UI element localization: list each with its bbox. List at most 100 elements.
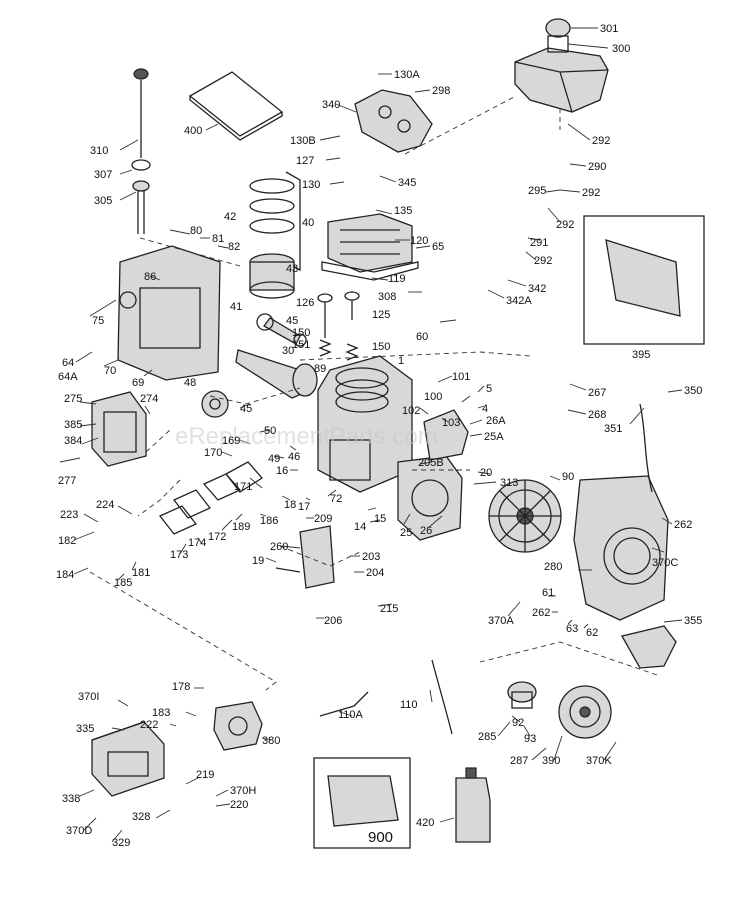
callout-127: 127 <box>296 155 314 167</box>
callout-151: 151 <box>292 339 310 351</box>
callout-45: 45 <box>286 315 298 327</box>
callout-385: 385 <box>64 419 82 431</box>
callout-130B: 130B <box>290 135 316 147</box>
callout-291: 291 <box>530 237 548 249</box>
callout-46: 46 <box>288 451 300 463</box>
callout-268: 268 <box>588 409 606 421</box>
callout-41: 41 <box>230 301 242 313</box>
callout-295: 295 <box>528 185 546 197</box>
owners-manual <box>188 71 284 141</box>
callout-69: 69 <box>132 377 144 389</box>
callout-274: 274 <box>140 393 158 405</box>
callout-395: 395 <box>632 349 650 361</box>
callout-275: 275 <box>64 393 82 405</box>
callout-170: 170 <box>204 447 222 459</box>
callout-82: 82 <box>228 241 240 253</box>
callout-338: 338 <box>62 793 80 805</box>
callout-92: 92 <box>512 717 524 729</box>
callout-340: 340 <box>322 99 340 111</box>
callout-298: 298 <box>432 85 450 97</box>
valves <box>317 291 360 361</box>
callout-370C: 370C <box>652 557 678 569</box>
callout-172: 172 <box>208 531 226 543</box>
callout-184: 184 <box>56 569 74 581</box>
callout-63: 63 <box>566 623 578 635</box>
callout-130: 130 <box>302 179 320 191</box>
callout-50: 50 <box>264 425 276 437</box>
callout-292a: 292 <box>592 135 610 147</box>
callout-308: 308 <box>378 291 396 303</box>
callout-292b: 292 <box>582 187 600 199</box>
callout-215: 215 <box>380 603 398 615</box>
leader-lines <box>59 27 683 843</box>
callout-171: 171 <box>234 481 252 493</box>
callout-126: 126 <box>296 297 314 309</box>
callout-305: 305 <box>94 195 112 207</box>
callout-182: 182 <box>58 535 76 547</box>
callout-150b: 150 <box>372 341 390 353</box>
callout-370D: 370D <box>66 825 92 837</box>
callout-65: 65 <box>432 241 444 253</box>
callout-262b: 262 <box>532 607 550 619</box>
callout-224: 224 <box>96 499 114 511</box>
callout-89: 89 <box>314 363 326 375</box>
breather-assembly <box>117 245 221 381</box>
callout-110A: 110A <box>338 709 364 721</box>
callout-223: 223 <box>60 509 78 521</box>
callout-204: 204 <box>366 567 384 579</box>
callout-62: 62 <box>586 627 598 639</box>
callout-75: 75 <box>92 315 104 327</box>
callout-80: 80 <box>190 225 202 237</box>
recoil-starter <box>558 685 612 739</box>
rope-guide <box>621 625 677 669</box>
callout-390: 390 <box>542 755 560 767</box>
callout-185: 185 <box>114 577 132 589</box>
callout-90: 90 <box>562 471 574 483</box>
callout-64: 64 <box>62 357 74 369</box>
callout-351: 351 <box>604 423 622 435</box>
callout-93: 93 <box>524 733 536 745</box>
callout-61: 61 <box>542 587 554 599</box>
dipstick-tube <box>131 68 151 234</box>
callout-310: 310 <box>90 145 108 157</box>
callout-307: 307 <box>94 169 112 181</box>
callout-183: 183 <box>152 707 170 719</box>
callout-81: 81 <box>212 233 224 245</box>
callout-420: 420 <box>416 817 434 829</box>
callout-292d: 292 <box>534 255 552 267</box>
callout-209: 209 <box>314 513 332 525</box>
callout-4: 4 <box>482 403 488 415</box>
callout-290: 290 <box>588 161 606 173</box>
callout-119: 119 <box>388 273 406 285</box>
callout-103: 103 <box>442 417 460 429</box>
callout-45b: 45 <box>240 403 252 415</box>
callout-300: 300 <box>612 43 630 55</box>
callout-220: 220 <box>230 799 248 811</box>
callout-20: 20 <box>480 467 492 479</box>
callout-181: 181 <box>132 567 150 579</box>
callout-355: 355 <box>684 615 702 627</box>
callout-329: 329 <box>112 837 130 849</box>
callout-900: 900 <box>368 829 393 846</box>
callout-17: 17 <box>298 501 310 513</box>
callout-370H: 370H <box>230 785 256 797</box>
callout-26: 26 <box>420 525 432 537</box>
callout-189: 189 <box>232 521 250 533</box>
callout-178: 178 <box>172 681 190 693</box>
callout-150a: 150 <box>292 327 310 339</box>
callout-313: 313 <box>500 477 518 489</box>
callout-280: 280 <box>544 561 562 573</box>
callout-205B: 205B <box>418 457 444 469</box>
inset-boxes <box>313 215 705 849</box>
callout-40: 40 <box>302 217 314 229</box>
callout-174: 174 <box>188 537 206 549</box>
callout-350: 350 <box>684 385 702 397</box>
callout-400: 400 <box>184 125 202 137</box>
callout-169: 169 <box>222 435 240 447</box>
callout-380: 380 <box>262 735 280 747</box>
watermark: eReplacementParts.com <box>175 423 438 450</box>
callout-222: 222 <box>140 719 158 731</box>
callout-206: 206 <box>324 615 342 627</box>
callout-370K: 370K <box>586 755 612 767</box>
